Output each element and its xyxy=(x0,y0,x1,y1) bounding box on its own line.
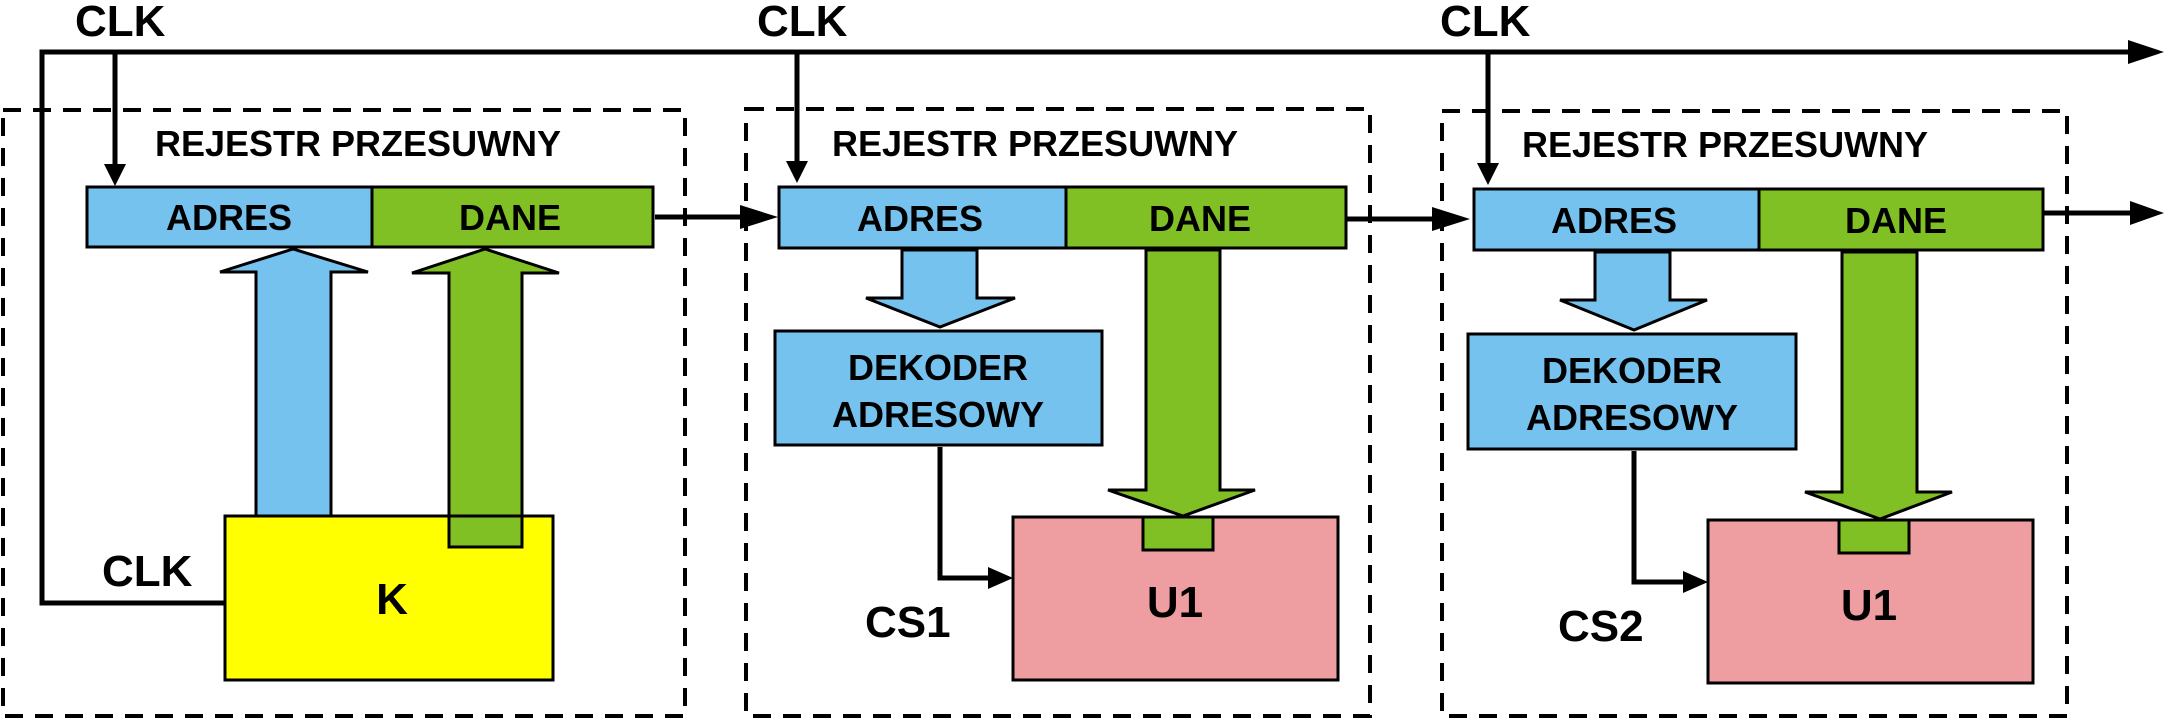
stage-2-chip-select-line xyxy=(937,447,988,581)
clock-bus xyxy=(39,40,2164,606)
stage-3-unit-label: U1 xyxy=(1841,581,1897,630)
stage-2-address-label: ADRES xyxy=(857,198,983,239)
stage-1-data-up-arrow xyxy=(411,247,560,549)
stage-3-address-field xyxy=(1472,187,1761,252)
stage-2-decoder-box xyxy=(773,329,1104,447)
clock-label-3: CLK xyxy=(1440,0,1531,46)
chip-select-2-label: CS2 xyxy=(1558,602,1644,651)
stage-3-unit-data-port xyxy=(1837,518,1911,555)
shift-connections xyxy=(655,201,2164,231)
clock-drop-1-arrowhead xyxy=(104,164,126,186)
stage-3: REJESTR PRZESUWNY ADRES DANE DEKODER ADR… xyxy=(1440,109,2069,718)
stage-2-unit-label: U1 xyxy=(1147,578,1203,627)
stage-2: REJESTR PRZESUWNY ADRES DANE DEKODER ADR… xyxy=(744,107,1372,718)
stage-2-decoder-line2: ADRESOWY xyxy=(832,394,1044,435)
stage-1-address-up-arrow xyxy=(219,247,369,518)
controller-label: K xyxy=(376,575,408,624)
stage-2-data-down-arrow xyxy=(1107,248,1256,518)
clock-label-2: CLK xyxy=(757,0,848,46)
stage-1-address-field xyxy=(85,185,374,249)
shift-link-2-3-arrowhead xyxy=(1432,207,1470,231)
stage-3-chip-select-arrowhead xyxy=(1683,571,1708,593)
clock-drop-2-arrowhead xyxy=(786,161,808,183)
stage-1-data-label: DANE xyxy=(459,197,561,238)
stage-2-frame xyxy=(744,107,1372,718)
clock-drop-3-arrowhead xyxy=(1477,163,1499,185)
stage-1-data-field xyxy=(370,185,655,249)
stage-2-data-field xyxy=(1064,185,1348,250)
stage-3-address-label: ADRES xyxy=(1551,200,1677,241)
stage-1: REJESTR PRZESUWNY ADRES DANE K xyxy=(1,108,687,718)
stage-3-data-down-arrow xyxy=(1804,250,1953,521)
stage-1-register: ADRES DANE xyxy=(85,185,655,249)
stage-3-data-field xyxy=(1757,187,2045,252)
stage-2-chip-select-arrowhead xyxy=(988,567,1013,589)
shift-output-arrowhead xyxy=(2130,201,2164,225)
shift-link-1-2-arrowhead xyxy=(740,205,778,229)
stage-2-register: ADRES DANE xyxy=(777,185,1348,250)
stage-3-data-label: DANE xyxy=(1845,200,1947,241)
stage-2-data-label: DANE xyxy=(1149,198,1251,239)
stage-3-frame xyxy=(1440,109,2069,718)
stage-1-register-title: REJESTR PRZESUWNY xyxy=(155,123,561,164)
stage-3-chip-select-line xyxy=(1631,451,1683,585)
stage-2-unit-data-port xyxy=(1141,515,1215,552)
clock-label-controller: CLK xyxy=(102,547,193,596)
stage-3-decoder-line1: DEKODER xyxy=(1542,350,1722,391)
clock-bus-arrowhead xyxy=(2128,40,2164,64)
stage-3-decoder-box xyxy=(1466,332,1798,451)
stage-1-address-label: ADRES xyxy=(166,197,292,238)
stage-3-decoder-line2: ADRESOWY xyxy=(1526,397,1738,438)
stage-3-register: ADRES DANE xyxy=(1472,187,2045,252)
controller-data-port xyxy=(447,514,524,549)
stage-3-register-title: REJESTR PRZESUWNY xyxy=(1522,124,1928,165)
clock-bus-line xyxy=(39,49,2135,606)
clock-label-1: CLK xyxy=(75,0,166,46)
stage-2-register-title: REJESTR PRZESUWNY xyxy=(832,123,1238,164)
stage-1-frame xyxy=(1,108,687,718)
stage-3-address-down-arrow xyxy=(1559,250,1708,332)
stage-2-decoder-line1: DEKODER xyxy=(848,347,1028,388)
chip-select-1-label: CS1 xyxy=(865,598,951,647)
stage-2-address-field xyxy=(777,185,1068,250)
stage-2-address-down-arrow xyxy=(865,248,1016,329)
